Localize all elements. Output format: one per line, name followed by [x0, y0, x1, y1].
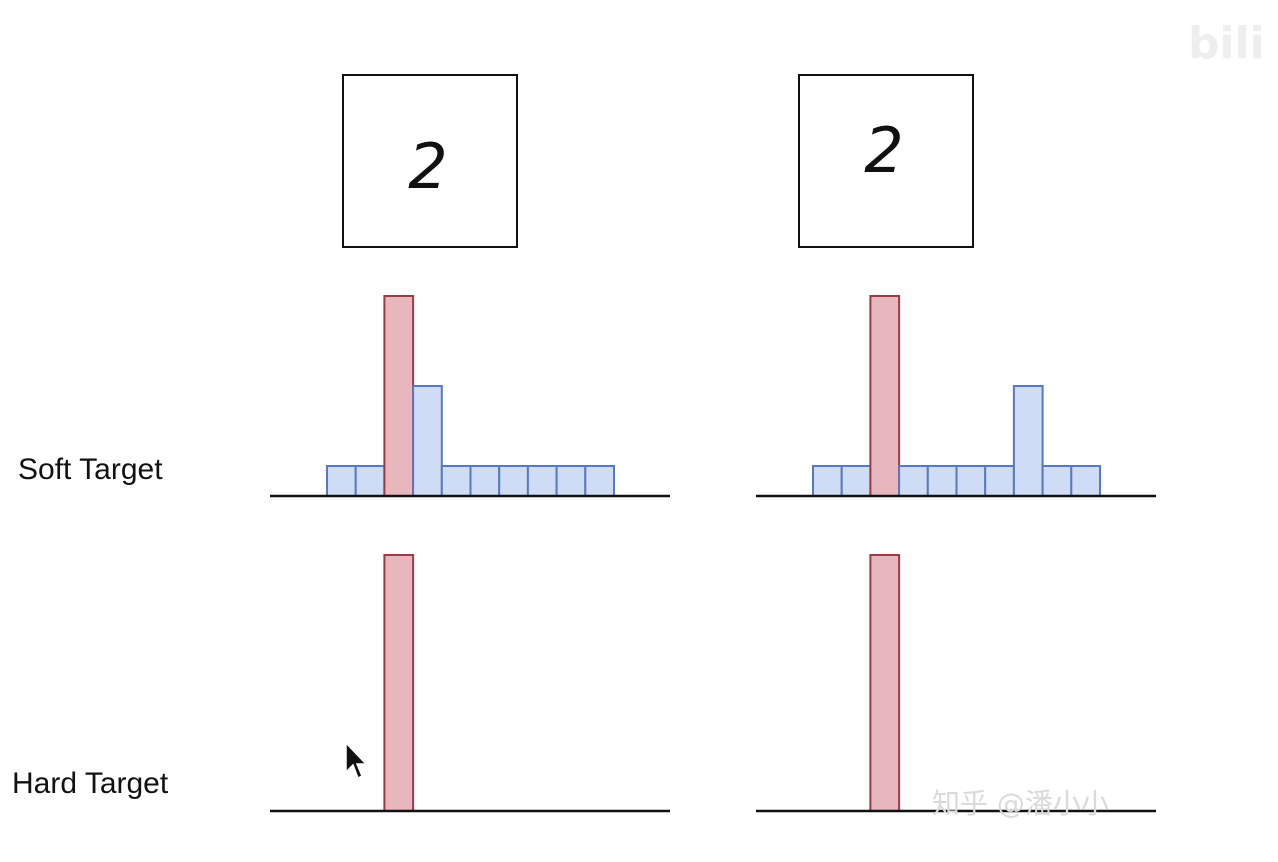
soft-target-bar [955, 465, 987, 497]
soft-target-bar [1012, 385, 1044, 497]
soft-target-label: Soft Target [18, 453, 163, 486]
soft-target-bar [1070, 465, 1102, 497]
hard-target-bar [869, 554, 901, 812]
soft-target-bar [498, 465, 529, 497]
soft-target-bar-true-class [869, 295, 901, 497]
soft-target-bar [898, 465, 929, 497]
soft-target-bar [984, 465, 1015, 497]
digit-image-frame [342, 74, 518, 248]
digit-image-frame [798, 74, 974, 248]
soft-target-bar [412, 385, 443, 497]
hard-target-label: Hard Target [12, 767, 169, 800]
soft-target-bar [584, 465, 615, 497]
soft-target-bar [1041, 465, 1073, 497]
mouse-cursor-icon [345, 742, 367, 780]
soft-target-bar-true-class [383, 295, 415, 497]
soft-target-bar [812, 465, 843, 497]
hard-target-bar [383, 554, 415, 812]
soft-target-bar [354, 465, 386, 497]
soft-target-bar [440, 465, 472, 497]
soft-target-bar [469, 465, 501, 497]
soft-target-bar [926, 465, 958, 497]
handwritten-digit: 2 [408, 130, 447, 203]
handwritten-digit: 2 [864, 114, 903, 187]
bilibili-logo: bili [1188, 18, 1265, 69]
soft-target-bar [840, 465, 872, 497]
soft-target-bar [326, 465, 357, 497]
soft-target-bar [555, 465, 587, 497]
zhihu-watermark: 知乎 @潘小小 [932, 787, 1109, 820]
soft-target-bar [526, 465, 558, 497]
